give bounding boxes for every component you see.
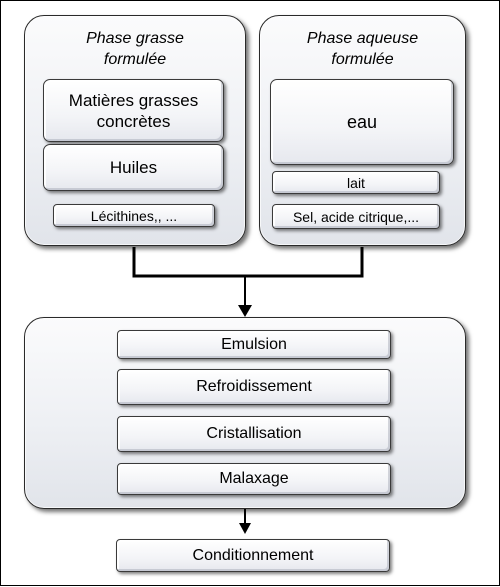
- fat-ingredient-concrete-fats: Matières grasses concrètes: [43, 79, 224, 142]
- fat-phase-title: Phase grasse formulée: [86, 30, 184, 68]
- process-step-crystallization: Cristallisation: [117, 416, 391, 452]
- process-step-kneading: Malaxage: [117, 463, 391, 495]
- fat-ingredient-oils: Huiles: [43, 144, 224, 191]
- packaging-step: Conditionnement: [116, 539, 390, 572]
- aqueous-ingredient-water: eau: [270, 79, 454, 165]
- process-step-cooling: Refroidissement: [117, 369, 391, 405]
- aqueous-phase-title: Phase aqueuse formulée: [306, 30, 419, 68]
- process-group: Emulsion Refroidissement Cristallisation…: [24, 317, 466, 509]
- aqueous-ingredient-milk: lait: [272, 171, 440, 194]
- fat-phase-group: Phase grasse formulée Matières grasses c…: [24, 15, 246, 246]
- aqueous-ingredient-salt-citric-acid: Sel, acide citrique,...: [272, 204, 440, 229]
- arrow-to-process-head: [238, 305, 252, 317]
- fat-ingredient-lecithins: Lécithines,, ...: [53, 204, 215, 227]
- aqueous-phase-group: Phase aqueuse formulée eau lait Sel, aci…: [259, 15, 466, 246]
- process-step-emulsion: Emulsion: [117, 330, 391, 359]
- arrow-to-packaging-head: [239, 523, 251, 534]
